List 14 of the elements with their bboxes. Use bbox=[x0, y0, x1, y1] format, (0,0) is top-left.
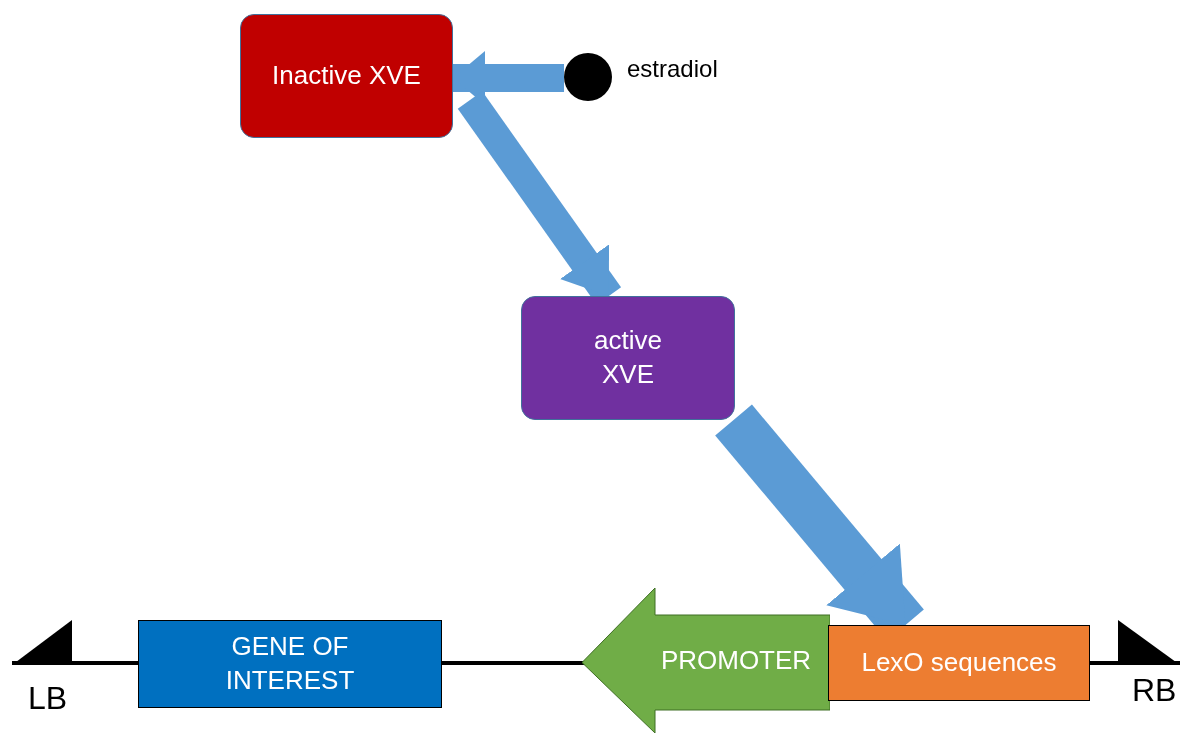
promoter-arrow bbox=[582, 588, 830, 733]
border-label: LB bbox=[28, 680, 68, 717]
box-label: GENE OF INTEREST bbox=[224, 630, 356, 697]
gene-box bbox=[138, 620, 442, 708]
molecule-label: estradiol bbox=[627, 55, 718, 83]
box-label: active XVE bbox=[593, 324, 663, 391]
active-protein-box bbox=[521, 296, 735, 420]
box-label: PROMOTER bbox=[660, 643, 812, 677]
inactive-protein-box bbox=[240, 14, 453, 138]
border-label: RB bbox=[1132, 672, 1177, 709]
sequence-box bbox=[828, 625, 1090, 701]
box-label: LexO sequences bbox=[861, 646, 1057, 680]
estradiol-molecule-circle bbox=[564, 53, 612, 101]
box-label: Inactive XVE bbox=[272, 59, 421, 93]
